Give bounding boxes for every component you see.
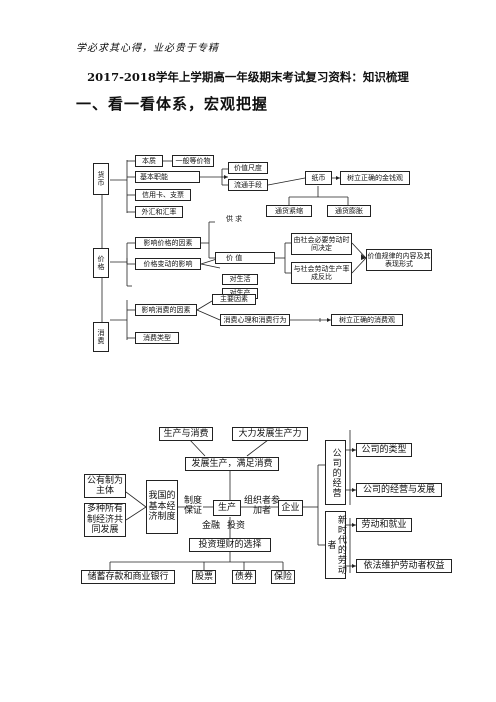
consumption-factors-node: 影响消费的因素 (135, 304, 197, 316)
motto: 学必求其心得，业必贵于专精 (76, 43, 219, 54)
credit-card-node: 信用卡、支票 (135, 189, 191, 201)
basic-functions-node: 基本职能 (135, 171, 200, 183)
measure-value-node: 价值尺度 (228, 162, 268, 174)
stocks-node: 股票 (192, 570, 216, 584)
correct-money-view-node: 树立正确的金钱观 (340, 171, 410, 185)
public-main-node: 公有制为主体 (84, 474, 126, 498)
new-era-workers-node: 新时代的劳动者 (325, 511, 346, 579)
price-change-effects-node: 价格变动的影响 (135, 258, 201, 270)
insurance-node: 保险 (271, 570, 295, 584)
money-node: 货币 (93, 163, 109, 195)
social-labor-time-node: 由社会必要劳动时间决定 (291, 233, 352, 255)
basic-system-node: 我国的基本经济制度 (146, 480, 178, 534)
productivity-inverse-node: 与社会劳动生产率成反比 (291, 262, 352, 284)
enterprise-node: 企业 (278, 500, 303, 516)
company-management-node: 公司的经营 (325, 440, 346, 505)
deflation-node: 通货紧缩 (266, 205, 312, 217)
develop-production-node: 发展生产，满足消费 (185, 457, 279, 471)
investment-choice-node: 投资理财的选择 (189, 538, 271, 552)
document-title: 2017-2018学年上学期高一年级期末考试复习资料：知识梳理 (87, 70, 409, 84)
investment-label: 投资 (226, 521, 245, 531)
consumer-psychology-node: 消费心理和消费行为 (220, 314, 290, 326)
value-law-node: 价值规律的内容及其表现形式 (366, 249, 432, 271)
essence-node: 本质 (135, 155, 163, 167)
main-factors-node: 主要因素 (212, 294, 256, 305)
company-types-node: 公司的类型 (356, 443, 412, 457)
forex-node: 外汇和汇率 (135, 206, 183, 218)
savings-bank-node: 储蓄存款和商业银行 (81, 570, 175, 584)
multi-ownership-node: 多种所有制经济共同发展 (84, 503, 126, 537)
organizer-label: 组织者参加者 (244, 496, 281, 517)
price-factors-node: 影响价格的因素 (135, 237, 201, 249)
finance-label: 金融 (201, 521, 220, 531)
price-node: 价格 (93, 248, 109, 278)
consumption-node: 消费 (93, 322, 109, 352)
on-life-node: 对生活 (222, 274, 258, 285)
general-equivalent-node: 一般等价物 (172, 155, 214, 167)
develop-productivity-node: 大力发展生产力 (232, 427, 308, 441)
production-node: 生产 (213, 500, 241, 516)
prod-consumption-node: 生产与消费 (159, 427, 213, 441)
circulation-node: 流通手段 (228, 179, 268, 191)
inflation-node: 通货膨胀 (327, 205, 371, 217)
correct-consumption-node: 树立正确的消费观 (331, 314, 403, 326)
system-guarantee-label: 制度保证 (183, 496, 202, 517)
labor-rights-node: 依法维护劳动者权益 (356, 559, 452, 573)
paper-money-node: 纸币 (305, 171, 332, 185)
labor-employment-node: 劳动和就业 (356, 518, 412, 532)
consumption-types-node: 消费类型 (135, 332, 179, 344)
bonds-node: 债券 (232, 570, 256, 584)
value-node: 价 值 (215, 252, 275, 264)
company-operation-node: 公司的经营与发展 (356, 483, 442, 497)
section-heading: 一、看一看体系，宏观把握 (76, 95, 269, 113)
supply-demand-label: 供 求 (225, 215, 243, 223)
